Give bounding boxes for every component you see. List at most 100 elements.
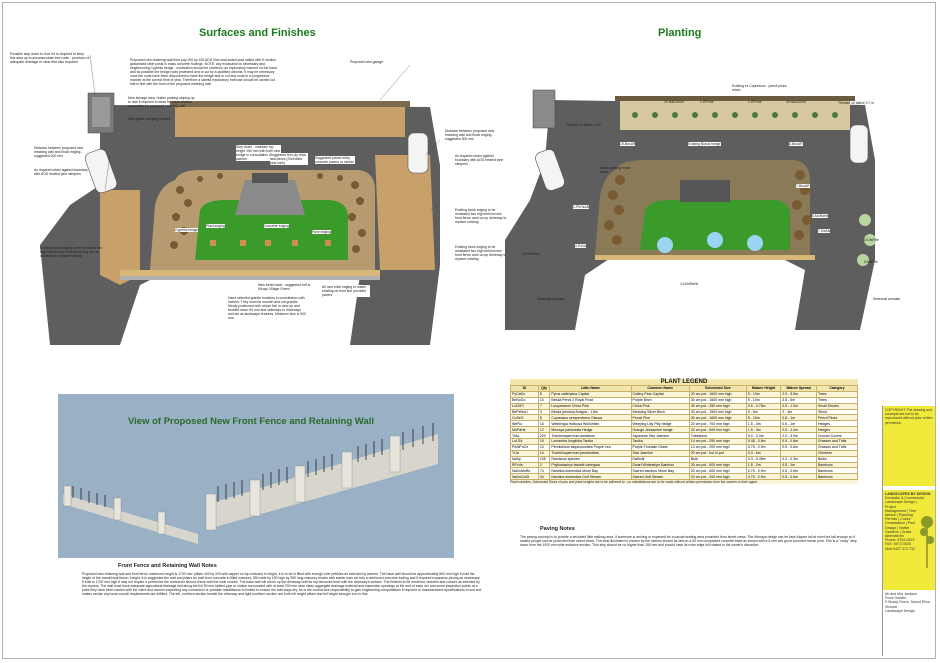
note-garage: Proposed new garage: [350, 60, 384, 64]
plant-tag: 14-ItsFHe: [864, 238, 879, 242]
legend-table: ID Qty Latin Name Common Name Scheduled …: [510, 385, 859, 481]
planting-storage: [532, 89, 556, 129]
storage-inner: [92, 97, 110, 127]
fence-left-wall: [63, 494, 198, 544]
legend-cell: 34: [537, 473, 551, 481]
company-name: LANDSCAPES BY DESIGN: [885, 492, 931, 496]
planting-car-right: [849, 124, 869, 164]
note-path: Suggested thin ply drive land taxes (Shr…: [270, 153, 308, 165]
right-corner-plants: [857, 214, 876, 266]
label-thinned-right: Thinned on lattice 0.7 m: [838, 101, 875, 105]
birch-trees: [657, 232, 763, 253]
legend-title: PLANT LEGEND: [510, 379, 858, 385]
note-distance-right: Distance between proposed new retaining …: [445, 129, 495, 141]
label-existing-cypress: Existing ex Cupressus - pencil pines - r…: [732, 84, 789, 92]
company-fax: FAX: 5973 0525: [885, 542, 911, 547]
car-left: [84, 148, 118, 194]
client-name: Mr and Mrs Jackson: [885, 592, 918, 596]
legend-footnote: Plant varieties, Scheduled Sizes of pots…: [510, 480, 858, 485]
plant-tag: 14-MuRaHe: [680, 282, 699, 286]
plant-tag: 29-NaDoDoS: [786, 100, 807, 104]
fence-pillars: [205, 435, 401, 531]
plant-tag: 8-BusAR: [789, 142, 803, 146]
planting-edge: [595, 255, 815, 260]
planting-wall: [615, 96, 855, 101]
surfaces-plan: [40, 54, 441, 345]
note-retaining: Proposed new retaining wall from pay 200…: [130, 58, 277, 86]
surfaces-title: Surfaces and Finishes: [199, 27, 316, 39]
label-hedge: Cypress hedge: [175, 228, 198, 232]
note-brick: All new brick edging to match existing o…: [322, 285, 370, 297]
paved-entry: [235, 180, 305, 215]
entry-step: [252, 173, 288, 183]
label-plant: Plant edging: [206, 224, 225, 228]
footpath: [120, 276, 380, 280]
right-gravel: [375, 155, 435, 270]
plant-legend: PLANT LEGEND ID Qty Latin Name Common Na…: [510, 379, 859, 485]
legend-cell: 20 cm pot - 200 mm high: [688, 473, 747, 481]
planting-title: Planting: [658, 27, 702, 39]
company-panel: LANDSCAPES BY DESIGN Domestic & Commerci…: [883, 490, 935, 590]
company-sub: Domestic & Commercial: [885, 496, 924, 501]
plant-tag: 7-RaAIs: [818, 229, 831, 233]
note-gates: New gates swinging forward: [128, 117, 171, 121]
left-gravel: [100, 190, 140, 285]
note-pavers: Suggested paved entry concrete pavers or…: [315, 156, 355, 164]
title-block-banner: COPYRIGHT: The drawing and concepts are …: [883, 406, 935, 486]
project-address: 5 Shady Grove, Mount Eliza Victoria: [885, 600, 930, 609]
company-services: Landscape Design | Project Management | …: [885, 500, 917, 539]
note-distance-left: Distance between proposed new retaining …: [34, 146, 84, 158]
note-retain-right: As required retain against boundary with…: [455, 154, 504, 166]
fence-notes-text: Proposed new retaining wall and front fe…: [82, 572, 482, 596]
legend-cell: NaDoGuSt: [510, 473, 539, 481]
copyright-note: COPYRIGHT: The drawing and concepts are …: [885, 408, 933, 425]
label-concrete: Concrete edging: [264, 224, 289, 228]
legend-cell: 0.75 - 0.9m: [745, 473, 782, 481]
retaining-wall-top: [170, 101, 410, 107]
leader-lines: [89, 54, 441, 211]
note-retain-left: As required retain against boundary with…: [34, 168, 88, 176]
note-lawn: New turfed lawn - suggested turf is Kiku…: [258, 283, 311, 291]
project-name: Front Garden: [885, 596, 907, 601]
note-step-down-center: Step down - maintain top height 150 mm w…: [236, 145, 281, 161]
fence-left-pillars: [63, 485, 166, 535]
label-existing-buxus: Existing Buxus hedge: [688, 142, 721, 146]
plant-tag: 1-RPvVa: [700, 100, 714, 104]
legend-cell: 0.5 - 0.6m: [780, 473, 817, 481]
car-right: [407, 132, 429, 174]
paving-notes-title: Paving Notes: [540, 526, 575, 532]
fence-left-railings: [72, 486, 106, 507]
label-thinned-left: Thinned on lattice 0.7m: [566, 123, 602, 127]
garage-gravel-strip: [175, 105, 405, 137]
cypress-row: [632, 112, 838, 118]
fence-view-title: View of Proposed New Front Fence and Ret…: [128, 416, 374, 427]
company-phone: Phone: 5764 0523: [885, 538, 915, 543]
note-storage: New storage area / trailer parking slopi…: [128, 96, 195, 108]
paving-notes-text: The paving concept is to provide a seclu…: [520, 535, 857, 547]
plant-tag: 4-PsVa: [575, 244, 586, 248]
note-block-left: Existing block edging to be reinstated t…: [40, 246, 103, 258]
company-mobile: Mob:0427 072 732: [885, 546, 915, 551]
legend-cell: Bamboos: [815, 473, 859, 481]
label-seasonal-left: Seasonal annuals: [537, 297, 564, 301]
label-pave: Pave edging: [312, 230, 331, 234]
fence-view-panel: View of Proposed New Front Fence and Ret…: [58, 394, 454, 558]
planting-plan: [505, 89, 876, 330]
plant-tag: 1-PhOsAB: [573, 205, 590, 209]
tree-logo-icon: [920, 516, 934, 568]
legend-cell: Sacred Gulf Stream: [630, 473, 690, 481]
project-panel: Mr and Mrs Jackson Front Garden 5 Shady …: [883, 590, 935, 615]
lawn-pavers: [210, 240, 331, 246]
plant-tag: 29-NaDoDoS: [664, 100, 685, 104]
label-seasonal-right: Seasonal annuals: [873, 297, 900, 301]
